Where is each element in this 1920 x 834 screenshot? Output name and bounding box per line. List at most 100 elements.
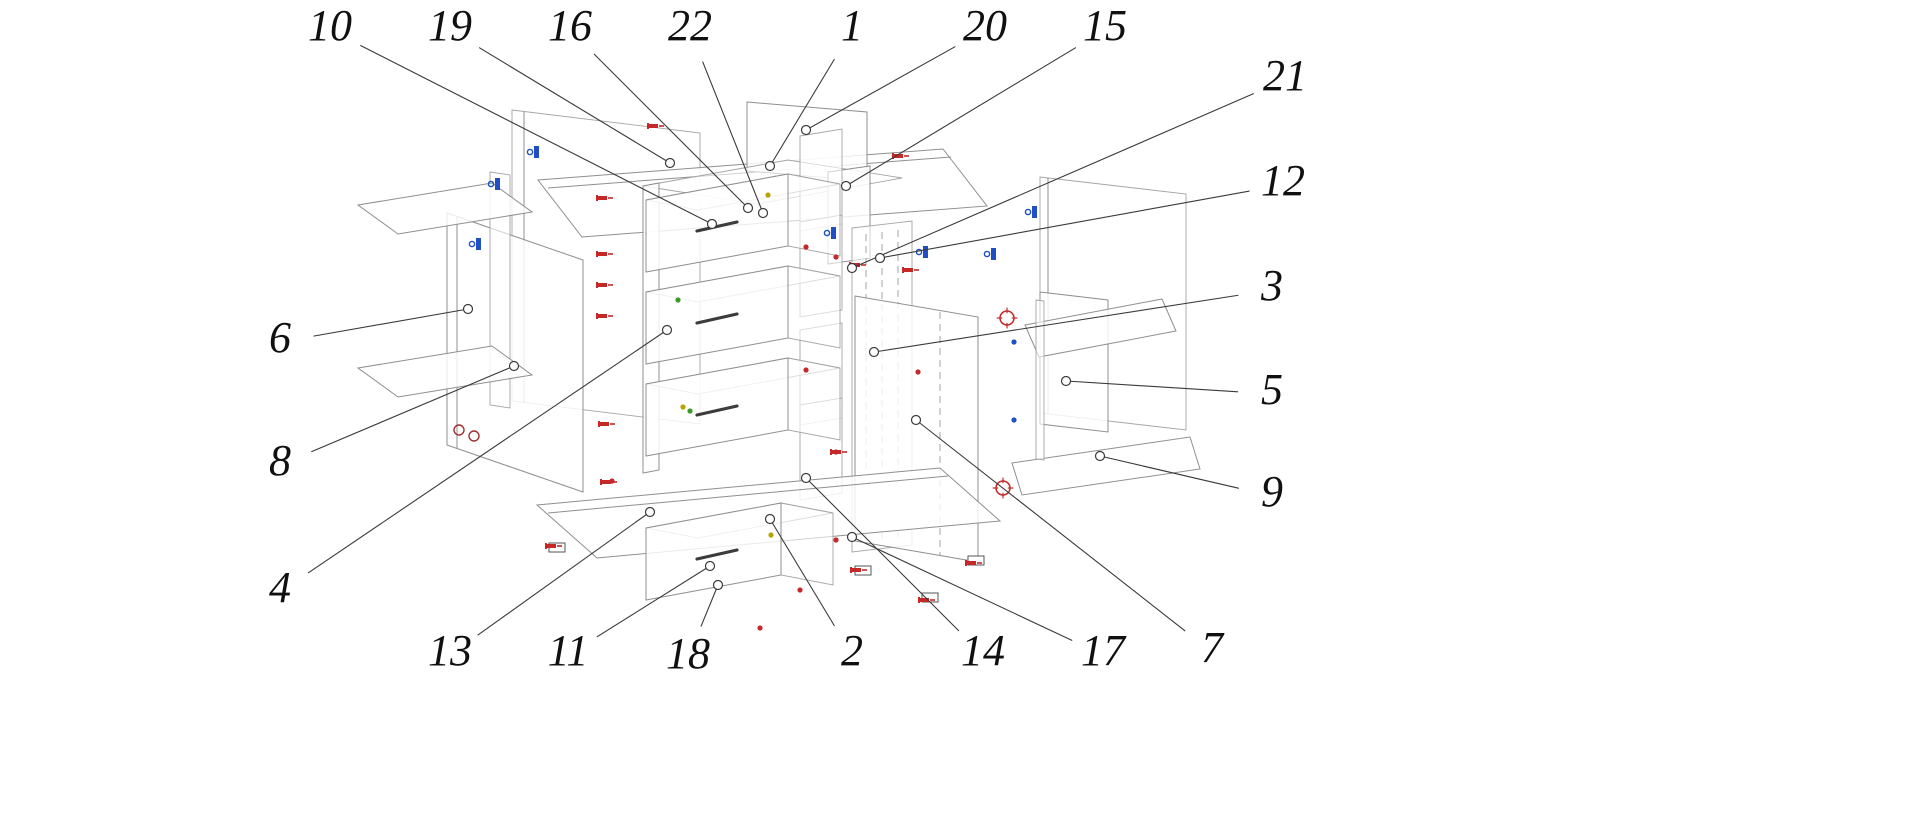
drawer-3-handle [695,404,739,417]
callout-label: 13 [428,626,472,675]
callout: 10 [308,1,718,230]
leader-line [360,44,713,225]
leader-line [311,365,515,453]
caster-wheel [468,430,480,442]
callout-target-circle [800,472,812,484]
leader-line [1065,380,1239,393]
callout: 21 [846,51,1307,274]
fitting-icon [996,307,1018,329]
cam-bolt-icon [468,238,481,250]
callout: 2 [764,513,863,675]
fastener-dot [797,587,803,593]
callout-target-circle [712,579,724,591]
leader-line [851,93,1255,269]
fastener-dot [768,532,774,538]
screw-icon [596,313,613,319]
screw-icon [596,251,613,257]
leader-line [769,58,835,167]
callout-target-circle [764,160,776,172]
fastener-dot [765,192,771,198]
cam-bolt-icon [526,146,539,158]
drawer-4-handle [695,548,739,561]
leader-line [596,565,711,638]
screw-icon [596,282,613,288]
leader-line [845,47,1077,187]
fastener-dot [609,478,615,484]
callout-label: 15 [1083,1,1127,50]
callout-target-circle [664,157,676,169]
callout-target-circle [742,202,754,214]
leader-line [805,477,960,632]
callout-target-circle [644,506,656,518]
fastener-dot [803,367,809,373]
callout: 1 [764,1,863,172]
screw-icon [545,543,562,549]
drawer-4-front [645,502,782,601]
panel-right-strip [1035,299,1045,461]
fastener-dot [833,254,839,260]
callout: 5 [1060,365,1283,414]
drawer-2-front [645,265,789,365]
leader-line [700,584,719,627]
callout: 12 [874,156,1305,264]
callout: 20 [800,1,1007,136]
leader-line [769,518,835,627]
screw-icon [918,597,935,603]
callout-label: 17 [1081,626,1127,675]
cam-bolt-icon [487,178,500,190]
fastener-dot [1011,339,1017,345]
callout-target-circle [846,531,858,543]
callout-target-circle [706,218,718,230]
leader-line [915,419,1186,632]
drawer-2-side [787,265,841,349]
panel-bottom-edge [547,475,949,514]
callout: 4 [269,324,673,612]
fastener-dot [680,404,686,410]
callout: 17 [846,531,1127,675]
callout: 8 [269,360,520,485]
screw-icon [965,560,982,566]
callout-target-circle [764,513,776,525]
callout: 3 [868,261,1283,358]
callout: 14 [800,472,1005,675]
drawer-4-side [780,502,834,586]
furniture-panels [356,101,1201,603]
callout-label: 16 [548,1,592,50]
panel-left-shelf-top [356,182,534,235]
leader-line [307,329,668,574]
leader-line [851,536,1073,642]
screw-icon [598,421,615,427]
drawer-1-side [787,173,841,257]
callout-label: 11 [548,626,589,675]
fastener-dot [833,537,839,543]
callout-label: 8 [269,436,291,485]
callout-target-circle [910,414,922,426]
leader-line [313,308,469,337]
callout-target-circle [846,262,858,274]
screw-icon [596,195,613,201]
fastener-dot [1011,417,1017,423]
callout-label: 12 [1261,156,1305,205]
caster-wheel [453,424,465,436]
callout-label: 3 [1260,261,1283,310]
callout-target-circle [1060,375,1072,387]
callout-label: 7 [1201,623,1225,672]
callout: 18 [666,579,724,678]
cam-bolt-icon [915,246,928,258]
leader-line [1099,455,1240,489]
callout: 9 [1094,450,1283,516]
callout-label: 2 [841,626,863,675]
leader-line [593,53,749,209]
screw-icon [600,479,617,485]
callout-target-circle [874,252,886,264]
callout-label: 6 [269,313,291,362]
callout-label: 10 [308,1,352,50]
panel-right-shelf-bottom [1011,436,1201,496]
drawer-1-handle [695,220,739,233]
hardware-fasteners [468,123,1037,631]
fastener-dot [833,449,839,455]
callout-target-circle [462,303,474,315]
